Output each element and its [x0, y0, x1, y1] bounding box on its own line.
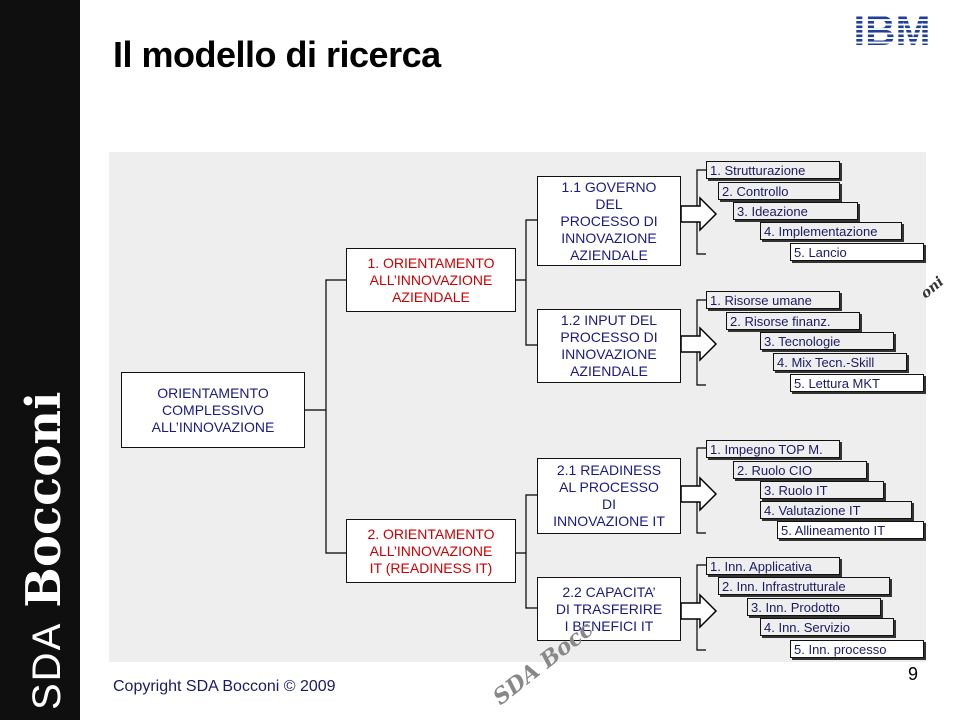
group2-item-4: 4. Mix Tecn.-Skill: [773, 353, 907, 371]
level1-node-2: 2. ORIENTAMENTO ALL’INNOVAZIONE IT (READ…: [346, 519, 516, 583]
block-arrow-icon: [680, 326, 718, 362]
group1-item-5: 5. Lancio: [790, 243, 924, 261]
copyright-footer: Copyright SDA Bocconi © 2009: [113, 678, 336, 695]
group1-item-1: 1. Strutturazione: [706, 161, 840, 179]
level2-node-2-2: 2.2 CAPACITA’ DI TRASFERIRE I BENEFICI I…: [537, 577, 681, 641]
group2-item-2: 2. Risorse finanz.: [726, 312, 860, 330]
page-number: 9: [908, 664, 919, 684]
group3-item-3: 3. Ruolo IT: [760, 481, 884, 499]
group1-item-3: 3. Ideazione: [733, 202, 858, 220]
block-arrow-icon: [680, 196, 718, 232]
group3-item-4: 4. Valutazione IT: [760, 501, 912, 519]
group3-item-2: 2. Ruolo CIO: [733, 461, 867, 479]
level2-node-1-2: 1.2 INPUT DEL PROCESSO DI INNOVAZIONE AZ…: [537, 309, 681, 383]
ibm-logo: IBM: [854, 12, 931, 48]
group1-item-2: 2. Controllo: [718, 182, 840, 200]
arrow-icons: [680, 196, 718, 629]
group4-item-3: 3. Inn. Prodotto: [747, 598, 881, 616]
root-node: ORIENTAMENTO COMPLESSIVO ALL’INNOVAZIONE: [121, 372, 305, 448]
sidebar-brand-bar: SDABocconi: [0, 0, 80, 720]
group4-item-5: 5. Inn. processo: [790, 640, 924, 658]
block-arrow-icon: [680, 476, 718, 512]
group4-item-1: 1. Inn. Applicativa: [706, 557, 840, 575]
block-arrow-icon: [680, 593, 718, 629]
group3-item-5: 5. Allineamento IT: [777, 521, 924, 539]
group2-item-1: 1. Risorse umane: [706, 291, 840, 309]
level1-node-1: 1. ORIENTAMENTO ALL’INNOVAZIONE AZIENDAL…: [346, 248, 516, 312]
group3-item-1: 1. Impegno TOP M.: [706, 440, 840, 458]
level2-node-2-1: 2.1 READINESS AL PROCESSO DI INNOVAZIONE…: [537, 458, 681, 534]
group2-item-5: 5. Lettura MKT: [790, 374, 924, 392]
level2-node-1-1: 1.1 GOVERNO DEL PROCESSO DI INNOVAZIONE …: [537, 176, 681, 266]
group4-item-4: 4. Inn. Servizio: [760, 618, 894, 636]
group4-item-2: 2. Inn. Infrastrutturale: [718, 577, 890, 595]
page-title: Il modello di ricerca: [113, 34, 441, 75]
group2-item-3: 3. Tecnologie: [760, 332, 894, 350]
group1-item-4: 4. Implementazione: [760, 222, 902, 240]
ibm-logo-text: IBM: [854, 12, 931, 48]
